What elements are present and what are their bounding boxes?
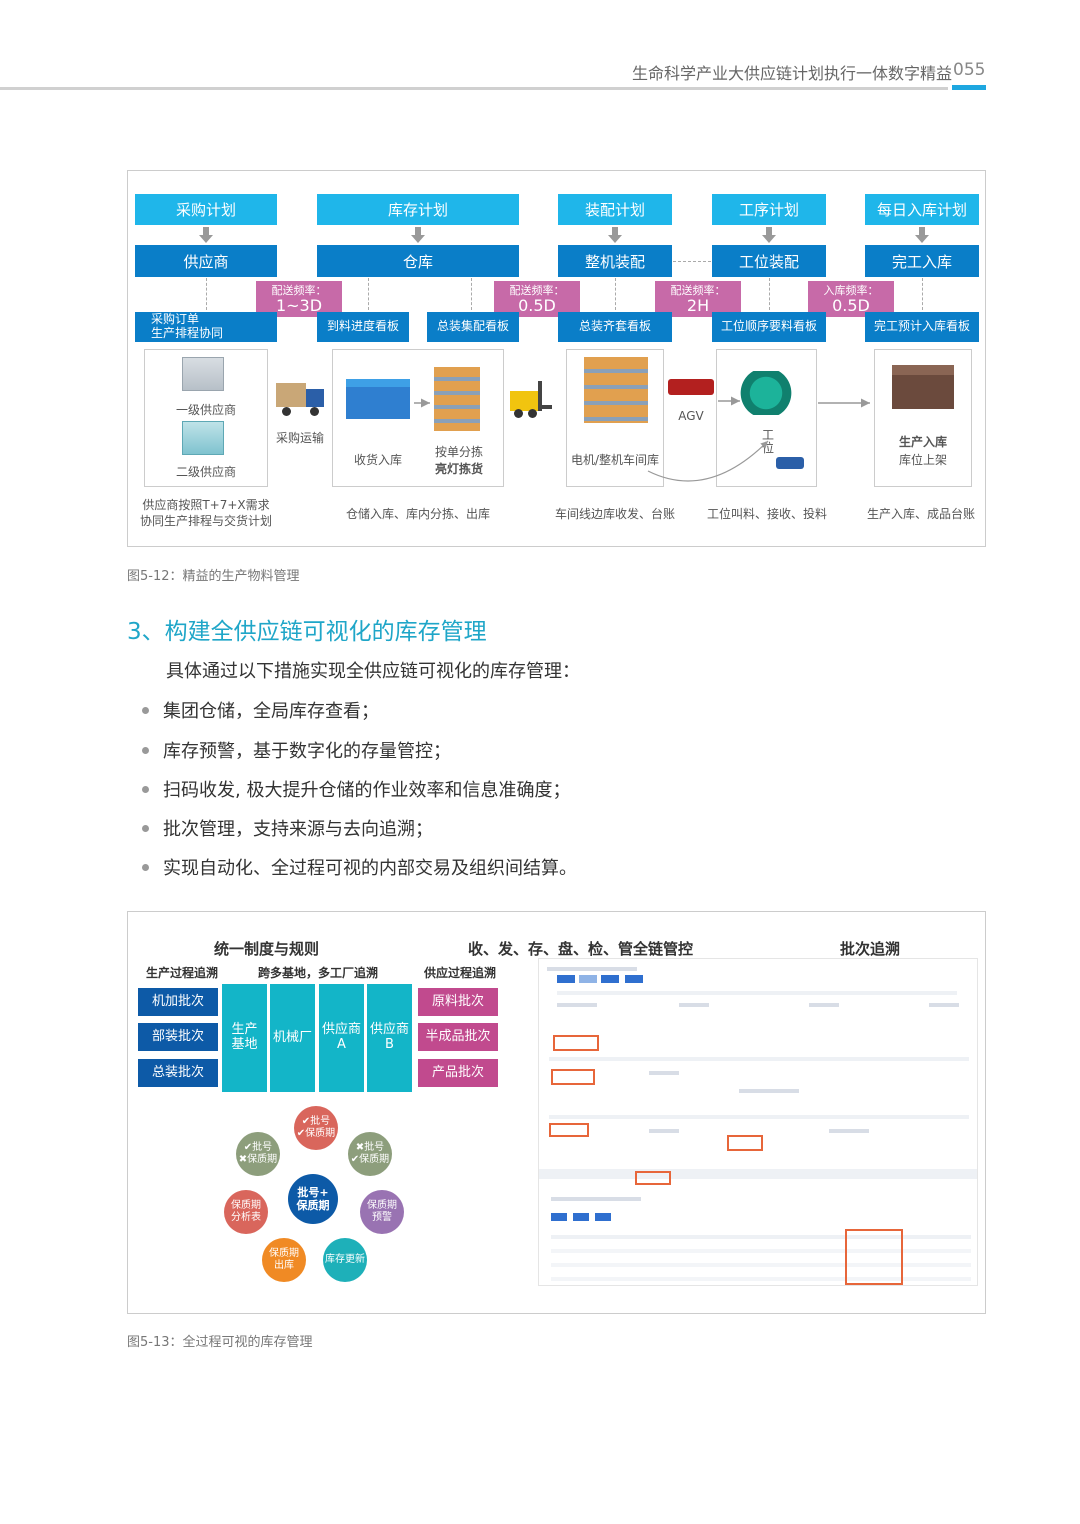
building-icon	[182, 421, 224, 455]
sub-supply-trace: 供应过程追溯	[424, 966, 497, 980]
connector-line	[673, 261, 711, 262]
circle-batch-expiry-ok: ✔批号 ✔保质期	[294, 1106, 338, 1150]
plan-daily-inbound: 每日入库计划	[865, 194, 979, 225]
figure-5-13-caption: 图5-13：全过程可视的库存管理	[127, 1335, 313, 1350]
batch-machining: 机加批次	[138, 988, 218, 1016]
factory-icon	[892, 365, 954, 409]
circle-expiry-outbound: 保质期 出库	[262, 1238, 306, 1282]
fig13-title-batch: 批次追溯	[840, 940, 901, 958]
warehouse-icon	[346, 379, 410, 419]
arrow-down-icon	[608, 227, 622, 243]
arrow-down-icon	[915, 227, 929, 243]
shelf-icon	[434, 367, 480, 431]
connector-line	[769, 278, 770, 310]
inventory-system-screenshot	[538, 958, 978, 1286]
board-purchase-order: 采购订单 生产排程协同	[135, 312, 277, 342]
label-motor-store: 电机/整机车间库	[570, 453, 660, 467]
desc-supplier: 供应商按照T+7+X需求 协同生产排程与交货计划	[139, 498, 272, 529]
fig13-title-rules: 统一制度与规则	[214, 940, 320, 958]
sub-multi-base-trace: 跨多基地，多工厂追溯	[258, 966, 379, 980]
base-machinery: 机械厂	[270, 984, 315, 1092]
connector-line	[206, 278, 207, 310]
bullet-item: 批次管理，支持来源与去向追溯；	[142, 815, 433, 841]
header-accent-bar	[952, 85, 986, 90]
bullet-item: 集团仓储，全局库存查看；	[142, 697, 379, 723]
plan-purchase: 采购计划	[135, 194, 277, 225]
bullet-item: 扫码收发, 极大提升仓储的作业效率和信息准确度；	[142, 776, 570, 802]
desc-production: 生产入库、成品台账	[866, 507, 975, 521]
arrow-down-icon	[411, 227, 425, 243]
sub-production-trace: 生产过程追溯	[146, 966, 219, 980]
batch-product: 产品批次	[418, 1059, 498, 1087]
board-assembly-complete: 总装齐套看板	[558, 312, 672, 342]
frequency-tag: 配送频率：2H	[655, 281, 741, 317]
base-supplier-b: 供应商 B	[367, 984, 412, 1092]
frequency-tag: 入库频率：0.5D	[808, 281, 894, 317]
batch-subassembly: 部装批次	[138, 1023, 218, 1051]
header-divider	[0, 87, 948, 90]
building-icon	[182, 357, 224, 391]
unit-supplier: 供应商	[135, 245, 277, 277]
label-pick-by-order: 按单分拣	[434, 445, 483, 459]
label-shelving: 库位上架	[898, 453, 947, 467]
plan-inventory: 库存计划	[317, 194, 519, 225]
batch-final-assembly: 总装批次	[138, 1059, 218, 1087]
connector-line	[471, 278, 472, 310]
batch-raw-material: 原料批次	[418, 988, 498, 1016]
circle-batch-no-expiry: ✔批号 ✖保质期	[236, 1132, 280, 1176]
batch-semi-finished: 半成品批次	[418, 1023, 498, 1051]
label-production-inbound: 生产入库	[898, 435, 947, 449]
section-title: 3、构建全供应链可视化的库存管理	[127, 619, 487, 645]
flow-arrows	[414, 396, 870, 482]
frequency-tag: 配送频率：0.5D	[494, 281, 580, 317]
arrow-down-icon	[762, 227, 776, 243]
station-workers-icon	[726, 371, 806, 415]
circle-expiry-analysis: 保质期 分析表	[224, 1190, 268, 1234]
connector-line	[368, 278, 369, 310]
board-station-sequence: 工位顺序要料看板	[712, 312, 826, 342]
label-transport: 采购运输	[275, 431, 324, 445]
unit-station-assembly: 工位装配	[712, 245, 826, 277]
base-production: 生产 基地	[222, 984, 267, 1092]
desc-warehouse: 仓储入库、库内分拣、出库	[345, 507, 490, 521]
section-intro: 具体通过以下措施实现全供应链可视化的库存管理：	[166, 661, 580, 682]
label-agv: AGV	[678, 409, 704, 423]
plan-process: 工序计划	[712, 194, 826, 225]
label-receive: 收货入库	[353, 453, 402, 467]
label-light-picking: 亮灯拣货	[434, 462, 483, 476]
truck-icon	[276, 383, 324, 417]
shelf-icon	[584, 357, 648, 423]
fig13-title-chain: 收、发、存、盘、检、管全链管控	[468, 940, 694, 958]
connector-line	[615, 278, 616, 310]
arrow-down-icon	[199, 227, 213, 243]
figure-5-12: 采购计划 库存计划 装配计划 工序计划 每日入库计划 供应商 仓库 整机装配 工…	[127, 170, 986, 547]
circle-stock-update: 库存更新	[323, 1238, 367, 1282]
bullet-item: 库存预警，基于数字化的存量管控；	[142, 737, 451, 763]
frequency-tag: 配送频率：1~3D	[256, 281, 342, 317]
center-batch-expiry: 批号+ 保质期	[288, 1174, 338, 1224]
bullet-item: 实现自动化、全过程可视的内部交易及组织间结算。	[142, 854, 577, 880]
plan-assembly: 装配计划	[558, 194, 672, 225]
circle-expiry-warning: 保质期 预警	[360, 1190, 404, 1234]
desc-station: 工位叫料、接收、投料	[706, 507, 827, 521]
forklift-icon	[510, 381, 552, 419]
connector-line	[922, 278, 923, 310]
van-icon	[776, 457, 804, 469]
desc-workshop: 车间线边库收发、台账	[554, 507, 675, 521]
circle-no-batch-expiry: ✖批号 ✔保质期	[348, 1132, 392, 1176]
figure-5-12-caption: 图5-12：精益的生产物料管理	[127, 569, 300, 584]
header-title: 生命科学产业大供应链计划执行一体数字精益	[632, 64, 953, 83]
base-supplier-a: 供应商 A	[319, 984, 364, 1092]
unit-warehouse: 仓库	[317, 245, 519, 277]
unit-assembly: 整机装配	[558, 245, 672, 277]
board-material-progress: 到料进度看板	[317, 312, 409, 342]
board-completion-forecast: 完工预计入库看板	[865, 312, 979, 342]
label-tier2-supplier: 二级供应商	[175, 465, 236, 479]
agv-icon	[668, 379, 714, 395]
figure-5-13: 统一制度与规则 收、发、存、盘、检、管全链管控 批次追溯 生产过程追溯 跨多基地…	[127, 911, 986, 1314]
unit-completion: 完工入库	[865, 245, 979, 277]
page-number: 055	[953, 60, 986, 80]
label-tier1-supplier: 一级供应商	[175, 403, 236, 417]
board-assembly-kit: 总装集配看板	[427, 312, 519, 342]
